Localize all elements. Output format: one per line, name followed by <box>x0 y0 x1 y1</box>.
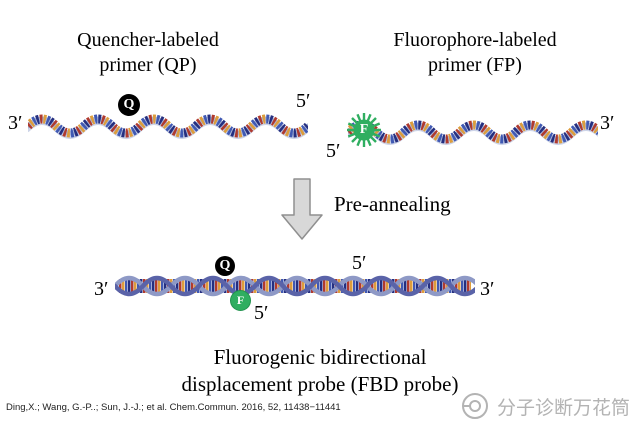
fp-3prime-label: 3′ <box>600 112 615 134</box>
duplex-5prime-top-label: 5′ <box>352 252 367 274</box>
qp-title-line2: primer (QP) <box>99 54 197 76</box>
citation-text: Ding,X.; Wang, G.-P..; Sun, J.-J.; et al… <box>6 402 341 413</box>
fluorophore-marker-fp: F <box>346 112 382 148</box>
quencher-marker-duplex: Q <box>215 256 235 276</box>
qp-3prime-label: 3′ <box>8 112 23 134</box>
qp-5prime-label: 5′ <box>296 90 311 112</box>
quencher-marker-qp: Q <box>118 94 140 116</box>
fbd-caption-line1: Fluorogenic bidirectional <box>213 345 427 369</box>
watermark-text: 分子诊断万花筒 <box>496 396 630 419</box>
fluorophore-letter-duplex: F <box>236 293 245 307</box>
quencher-letter-duplex: Q <box>219 258 231 273</box>
duplex-3prime-right-label: 3′ <box>480 278 495 300</box>
fluorophore-starburst-icon <box>347 113 381 147</box>
fluorophore-letter-fp: F <box>359 122 369 137</box>
fluorophore-marker-duplex: F <box>230 290 251 311</box>
fp-base-ticks <box>348 120 598 144</box>
fbd-duplex-graphic <box>115 275 475 297</box>
duplex-3prime-left-label: 3′ <box>94 278 109 300</box>
qp-title-line1: Quencher-labeled <box>77 29 219 51</box>
qp-title: Quencher-labeled primer (QP) <box>48 28 248 78</box>
fp-title-line2: primer (FP) <box>428 54 522 76</box>
watermark: 分子诊断万花筒 <box>459 390 630 422</box>
fp-strand-graphic <box>348 120 598 145</box>
fp-title: Fluorophore-labeled primer (FP) <box>375 28 575 78</box>
fbd-caption: Fluorogenic bidirectional displacement p… <box>0 344 640 398</box>
fp-5prime-label: 5′ <box>326 140 341 162</box>
camera-lens-icon <box>461 393 488 419</box>
qp-strand-graphic <box>28 114 308 139</box>
qp-base-ticks <box>28 114 308 138</box>
pre-annealing-arrow <box>280 178 324 245</box>
duplex-5prime-bottom-label: 5′ <box>254 302 269 324</box>
down-arrow-icon <box>281 178 323 240</box>
quencher-letter-qp: Q <box>123 97 135 112</box>
fbd-caption-line2: displacement probe (FBD probe) <box>181 372 459 396</box>
fp-title-line1: Fluorophore-labeled <box>393 29 557 51</box>
pre-annealing-label: Pre-annealing <box>334 192 451 216</box>
